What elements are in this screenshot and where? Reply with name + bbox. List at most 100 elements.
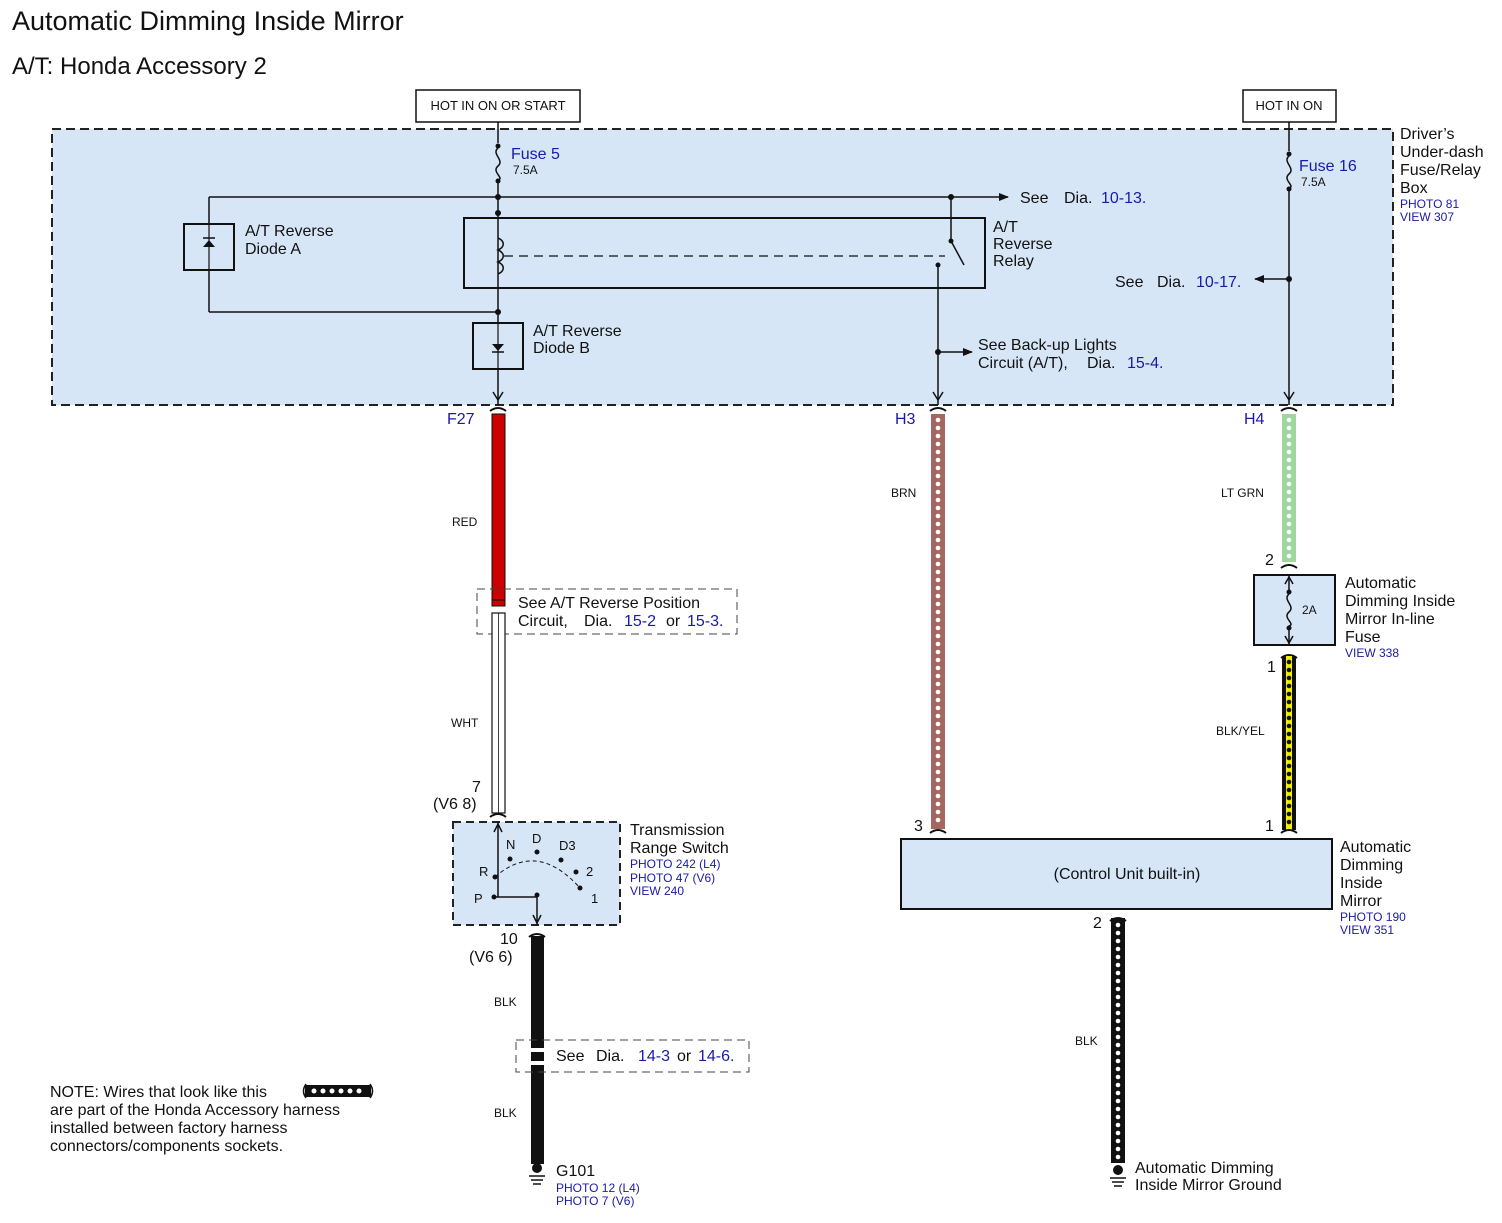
mirror-ground-label-2: Inside Mirror Ground — [1135, 1177, 1282, 1194]
relay-label-3: Relay — [993, 253, 1034, 270]
mirror-pin-brn: 3 — [914, 818, 923, 835]
fuse-5-rating: 7.5A — [513, 163, 538, 177]
see-14-or: or — [677, 1048, 692, 1065]
harness-dot — [935, 465, 941, 471]
inline-fuse-name-4: Fuse — [1345, 629, 1381, 646]
harness-dot — [1286, 489, 1292, 495]
trs-pos-p: P — [474, 891, 483, 906]
harness-dot — [1115, 1002, 1121, 1008]
harness-dot — [1286, 481, 1292, 487]
harness-dot — [1286, 787, 1292, 793]
harness-dot — [1115, 1026, 1121, 1032]
see-10-13-ref[interactable]: 10-13. — [1101, 190, 1146, 207]
trs-pos-d: D — [532, 831, 541, 846]
harness-dot — [1286, 497, 1292, 503]
harness-dot — [935, 809, 941, 815]
fuse-5-label: Fuse 5 — [511, 146, 560, 163]
trs-pos-r: R — [479, 864, 488, 879]
inline-fuse-pin-top: 2 — [1265, 552, 1274, 569]
harness-dot — [1286, 763, 1292, 769]
harness-dot — [935, 729, 941, 735]
harness-dot — [935, 537, 941, 543]
harness-dot — [1115, 1066, 1121, 1072]
see-10-17-see: See — [1115, 274, 1144, 291]
harness-dot — [1286, 755, 1292, 761]
harness-dot — [1286, 449, 1292, 455]
harness-dot — [1286, 659, 1292, 665]
wire-blk-yel-label: BLK/YEL — [1216, 724, 1265, 738]
harness-dot — [1115, 946, 1121, 952]
inline-fuse-name-3: Mirror In-line — [1345, 611, 1435, 628]
harness-dot — [1286, 699, 1292, 705]
inline-fuse-box — [1253, 574, 1336, 646]
harness-dot — [935, 697, 941, 703]
mirror-name-2: Dimming — [1340, 857, 1403, 874]
trs-pin-top-v6: (V6 8) — [433, 796, 477, 813]
note-line-2: are part of the Honda Accessory harness — [50, 1102, 340, 1119]
harness-dot — [935, 569, 941, 575]
harness-dot — [935, 761, 941, 767]
harness-dot — [935, 601, 941, 607]
diode-b-label-1: A/T Reverse — [533, 323, 622, 340]
reverse-position-or: or — [666, 613, 681, 630]
connector-f27 — [489, 407, 507, 412]
g101-label: G101 — [556, 1163, 595, 1180]
inline-fuse-view: VIEW 338 — [1345, 646, 1399, 660]
see-10-17-ref[interactable]: 10-17. — [1196, 274, 1241, 291]
harness-dot — [1286, 739, 1292, 745]
harness-dot — [1115, 1122, 1121, 1128]
page-subtitle: A/T: Honda Accessory 2 — [12, 53, 267, 80]
relay-label-2: Reverse — [993, 236, 1053, 253]
relay-switch-icon — [950, 240, 965, 266]
harness-dot — [935, 529, 941, 535]
wire-brn-dots — [935, 417, 941, 823]
inline-fuse-pin-bottom: 1 — [1267, 659, 1276, 676]
harness-dot — [935, 585, 941, 591]
harness-dot — [935, 553, 941, 559]
trs-photo-2: PHOTO 47 (V6) — [630, 871, 715, 885]
inline-fuse-name-2: Dimming Inside — [1345, 593, 1455, 610]
see-14-ref2[interactable]: 14-6. — [698, 1048, 734, 1065]
harness-dot — [935, 489, 941, 495]
trs-pin-bottom: 10 — [500, 931, 518, 948]
mirror-pin-blk-yel: 1 — [1265, 818, 1274, 835]
wire-blk-label-3: BLK — [1075, 1034, 1098, 1048]
harness-dot — [935, 793, 941, 799]
harness-dot — [1115, 1010, 1121, 1016]
harness-dot — [1286, 675, 1292, 681]
mirror-ground-label-1: Automatic Dimming — [1135, 1160, 1274, 1177]
page-title: Automatic Dimming Inside Mirror — [12, 6, 404, 36]
harness-dot — [1286, 465, 1292, 471]
see-14-ref1[interactable]: 14-3 — [638, 1048, 670, 1065]
harness-dot — [1115, 1034, 1121, 1040]
harness-dot — [935, 633, 941, 639]
fuse-box-name-4: Box — [1400, 180, 1428, 197]
harness-dot — [1115, 954, 1121, 960]
wire-red-label: RED — [452, 515, 478, 529]
wire-lt-grn — [1282, 414, 1296, 562]
reverse-position-ref1[interactable]: 15-2 — [624, 613, 656, 630]
wire-blk-yel-dots — [1286, 659, 1292, 825]
trs-photo-1: PHOTO 242 (L4) — [630, 857, 720, 871]
fuse-16-symbol — [1286, 155, 1292, 189]
harness-dot — [1115, 1050, 1121, 1056]
reverse-position-ref2[interactable]: 15-3. — [687, 613, 723, 630]
fuse-5-symbol — [495, 147, 501, 181]
note-line-4: connectors/components sockets. — [50, 1138, 283, 1155]
harness-dot — [1115, 1114, 1121, 1120]
mirror-view: VIEW 351 — [1340, 923, 1394, 937]
harness-dot — [1115, 938, 1121, 944]
harness-dot — [1286, 811, 1292, 817]
mirror-name-1: Automatic — [1340, 839, 1411, 856]
harness-dot — [1286, 667, 1292, 673]
harness-dot — [935, 449, 941, 455]
harness-dot — [935, 521, 941, 527]
harness-dot — [935, 625, 941, 631]
backup-lights-ref[interactable]: 15-4. — [1127, 355, 1163, 372]
harness-dot — [1286, 425, 1292, 431]
note-line-1: NOTE: Wires that look like this — [50, 1084, 267, 1101]
wire-wht-label: WHT — [451, 716, 479, 730]
harness-dot — [1115, 1154, 1121, 1160]
trs-selector-arc — [494, 860, 581, 889]
harness-dot — [1115, 1082, 1121, 1088]
